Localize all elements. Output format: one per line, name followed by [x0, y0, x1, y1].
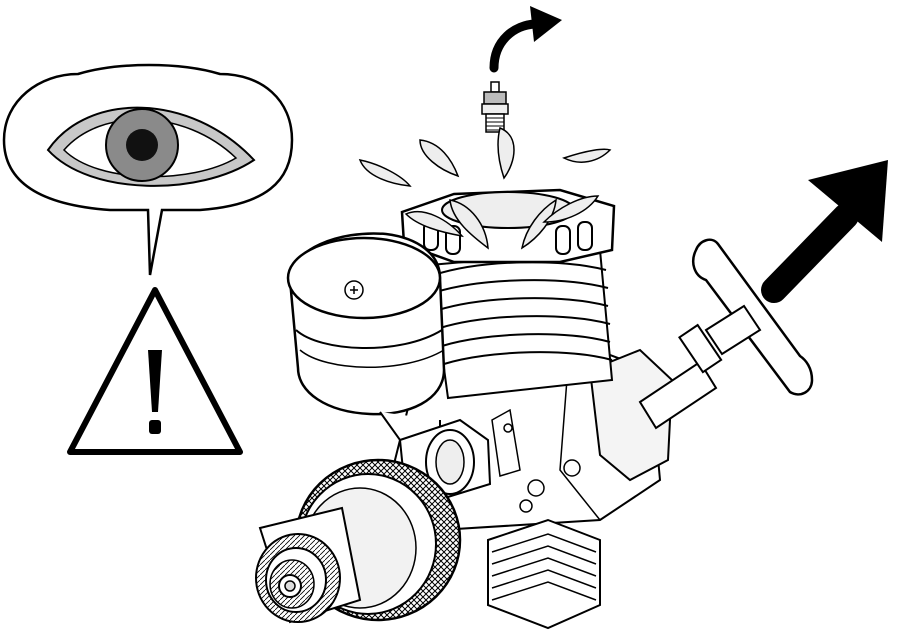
clutch-gears: [256, 508, 360, 622]
glow-plug: [482, 82, 508, 132]
curved-arrow-icon: [494, 6, 562, 68]
heat-sink: [488, 520, 600, 628]
arrow-up-right-icon: [774, 160, 888, 290]
engine: [256, 128, 812, 628]
inspection-bubble: [4, 65, 292, 275]
warning-triangle-icon: [70, 290, 240, 452]
